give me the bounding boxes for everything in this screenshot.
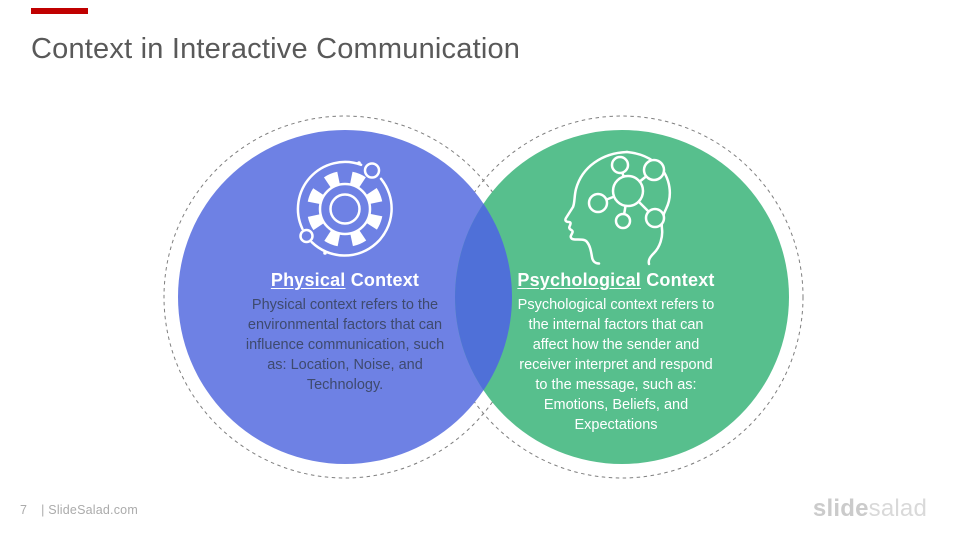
psychological-heading-underlined: Psychological — [517, 270, 642, 290]
gear-ring — [318, 182, 372, 236]
mind-network-node — [642, 158, 666, 182]
head-network-icon — [564, 150, 671, 266]
gear-orbit-node-bottomleft — [299, 228, 314, 244]
footer-site-link: | SlideSalad.com — [41, 503, 138, 517]
physical-context-text: Physical Context Physical context refers… — [235, 270, 455, 395]
page-number: 7 — [20, 503, 28, 517]
physical-context-heading: Physical Context — [235, 270, 455, 291]
gear-orbit-dot-bottom — [323, 251, 327, 255]
mind-network-node — [614, 212, 632, 230]
title-accent-bar — [31, 8, 88, 14]
overlap-lens — [455, 203, 512, 391]
psychological-heading-rest: Context — [641, 270, 715, 290]
physical-heading-rest: Context — [345, 270, 420, 290]
head-profile-front — [564, 150, 629, 265]
gear-hole — [329, 193, 361, 225]
slidesalad-logo: slidesalad — [813, 495, 927, 523]
mind-network-node — [610, 155, 630, 175]
gear-orbit-node-topright — [363, 162, 381, 179]
physical-heading-underlined: Physical — [270, 270, 346, 290]
page-title: Context in Interactive Communication — [31, 33, 521, 65]
mind-network-node — [644, 207, 666, 229]
psychological-circle — [455, 130, 789, 464]
gear-orbit-dot-top — [357, 161, 361, 165]
physical-circle — [178, 130, 512, 464]
gear-outer-arc-right — [310, 177, 393, 257]
mind-network-node — [587, 192, 609, 214]
psychological-context-text: Psychological Context Psychological cont… — [506, 270, 726, 435]
psychological-context-heading: Psychological Context — [506, 270, 726, 291]
gear-outer-arc-left — [296, 160, 363, 231]
logo-light-part: salad — [868, 495, 927, 522]
footer: 7 | SlideSalad.com — [20, 503, 138, 517]
logo-bold-part: slide — [812, 495, 869, 522]
mind-network-hub — [611, 174, 645, 208]
